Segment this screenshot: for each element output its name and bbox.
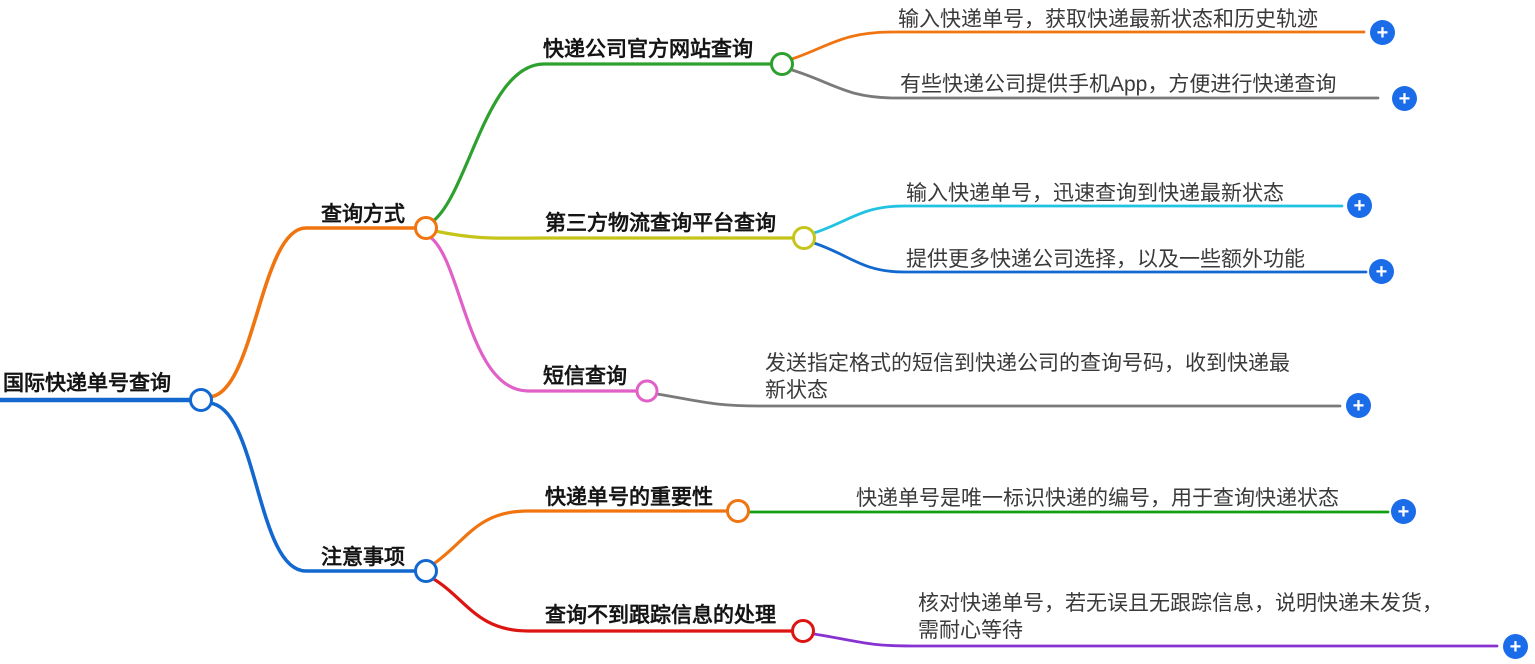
edge-to-thirdparty-platform [433,229,796,240]
leaf-label-unique-id[interactable]: 快递单号是唯一标识快递的编号，用于查询快递状态 [856,487,1339,510]
leaf-label-track-status[interactable]: 输入快递单号，获取快递最新状态和历史轨迹 [898,8,1318,31]
edge-to-no-tracking-info [430,576,794,633]
expand-button-unique-id[interactable]: + [1391,499,1416,524]
edge-leaf-verify-number [812,632,1499,648]
edge-leaf-more-choices [812,241,1368,274]
edge-leaf-quick-query [812,204,1344,235]
expand-button-quick-query[interactable]: + [1347,193,1372,218]
leaf-label-mobile-app[interactable]: 有些快递公司提供手机App，方便进行快递查询 [900,73,1337,96]
leaf-label-verify-number[interactable]: 核对快递单号，若无误且无跟踪信息，说明快递未发货， 需耐心等待 [918,592,1443,642]
topic-label-no-tracking-info[interactable]: 查询不到跟踪信息的处理 [545,604,776,627]
edge-to-sms-query [428,235,639,393]
leaf-label-quick-query[interactable]: 输入快递单号，迅速查询到快递最新状态 [906,182,1284,205]
query-methods-node-circle[interactable] [414,216,438,240]
official-website-node-circle[interactable] [770,52,794,76]
edge-to-official-website [430,62,774,224]
expand-button-more-choices[interactable]: + [1369,259,1394,284]
leaf-label-sms-format[interactable]: 发送指定格式的短信到快递公司的查询号码，收到快递最 新状态 [765,352,1290,402]
leaf-label-more-choices[interactable]: 提供更多快递公司选择，以及一些额外功能 [906,248,1305,271]
topic-label-thirdparty-platform[interactable]: 第三方物流查询平台查询 [545,212,776,235]
edge-to-tracking-number-importance [430,509,729,567]
topic-label-sms-query[interactable]: 短信查询 [543,365,627,388]
edge-leaf-track-status [790,30,1366,61]
topic-label-tracking-number-importance[interactable]: 快递单号的重要性 [545,486,713,509]
edge-leaf-sms-format [655,392,1342,408]
root-label[interactable]: 国际快递单号查询 [3,372,171,395]
tracking-number-importance-node-circle[interactable] [726,499,750,523]
notes-node-circle[interactable] [414,559,438,583]
no-tracking-info-node-circle[interactable] [791,619,815,643]
edge-root-to-query-methods [207,226,418,399]
edge-root-to-notes [207,401,418,573]
thirdparty-platform-node-circle[interactable] [792,226,816,250]
expand-button-mobile-app[interactable]: + [1392,86,1417,111]
branch-label-query-methods[interactable]: 查询方式 [321,203,405,226]
edge-leaf-mobile-app [790,68,1380,100]
branch-label-notes[interactable]: 注意事项 [321,546,405,569]
root-node-circle[interactable] [189,388,213,412]
sms-query-node-circle[interactable] [635,379,659,403]
expand-button-sms-format[interactable]: + [1346,393,1371,418]
expand-button-track-status[interactable]: + [1370,20,1395,45]
topic-label-official-website[interactable]: 快递公司官方网站查询 [543,38,753,61]
expand-button-verify-number[interactable]: + [1503,634,1528,659]
